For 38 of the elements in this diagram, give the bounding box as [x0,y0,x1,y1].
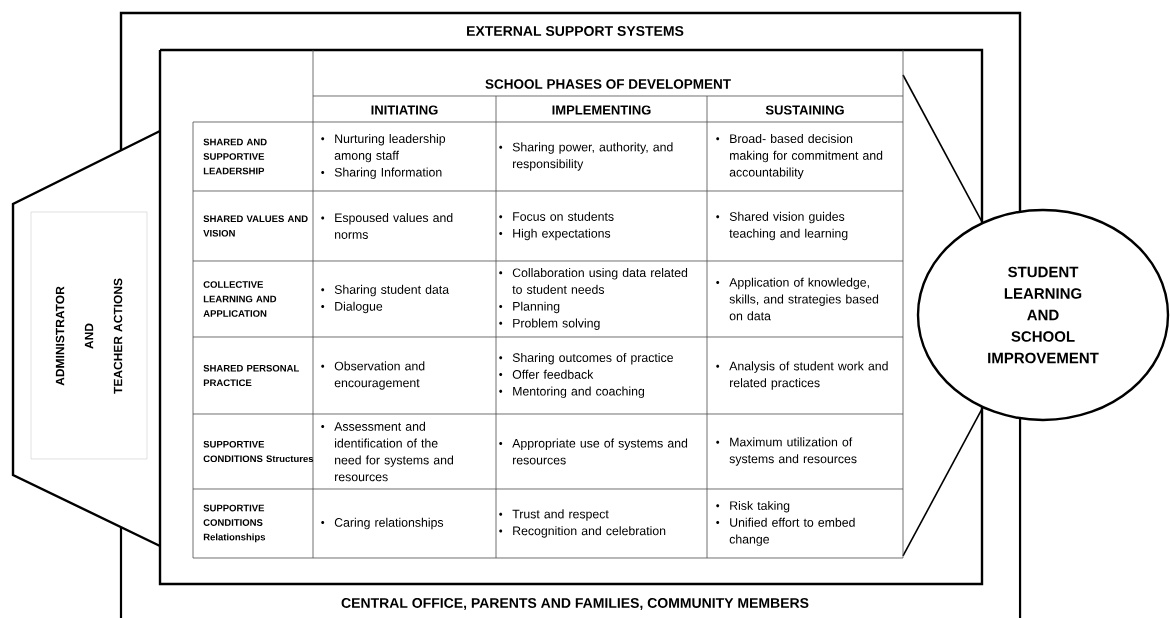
row-header: SUPPORTIVE CONDITIONS Relationships [203,504,266,543]
bullet-item: Focus on students [499,211,614,221]
bullet-item: Mentoring and coaching [499,386,644,399]
bullet-item: Observation and encouragement [321,361,425,390]
column-header: IMPLEMENTING [552,105,651,115]
column-header: SUSTAINING [765,105,844,115]
column-group-header: SCHOOL PHASES OF DEVELOPMENT [485,79,731,89]
row-header: SUPPORTIVE CONDITIONS Structures [203,440,314,463]
bullet-item: Sharing outcomes of practice [499,352,673,365]
bullet-item: Planning [499,301,560,314]
bullet-item: Assessment and identification of the need for systems and resources [321,421,453,482]
bullet-item: Risk taking [716,500,790,513]
row-header: SHARED AND SUPPORTIVE LEADERSHIP [203,138,267,175]
bullet-item: Sharing student data [321,284,450,297]
bullet-item: Recognition and celebration [499,526,666,538]
column-header: INITIATING [371,105,438,115]
bullet-item: Appropriate use of systems and resources [499,438,688,465]
actions-pentagon: ADMINISTRATOR AND TEACHER ACTIONS [11,129,161,548]
bullet-item: Offer feedback [499,369,594,379]
bullet-item: Caring relationships [321,517,444,530]
bullet-item: Application of knowledge, skills, and strategies based on data [716,277,879,321]
row-header: SHARED PERSONAL PRACTICE [203,364,299,387]
bullet-item: Maximum utilization of systems and resources [716,437,857,466]
bullet-item: Collaboration using data related to student needs [499,268,688,294]
bullet-item: Shared vision guides teaching and learning [716,211,848,241]
bullet-item: Sharing Information [321,167,442,180]
bullet-item: Sharing power, authority, and responsibility [499,142,673,171]
bullet-item: Analysis of student work and related practices [716,361,888,390]
bullet-item: Problem solving [499,318,600,330]
bullet-item: Nurturing leadership among staff [321,133,446,163]
bullet-item: Trust and respect [499,509,609,521]
bullet-item: Dialogue [321,301,383,314]
bullet-item: Unified effort to embed change [716,517,855,547]
row-header: COLLECTIVE LEARNING AND APPLICATION [203,281,277,317]
row-header: SHARED VALUES AND VISION [203,215,308,237]
bullet-item: Espoused values and norms [321,213,453,239]
bullet-item: High expectations [499,228,611,241]
bullet-item: Broad- based decision making for commitment and accountability [716,133,883,180]
